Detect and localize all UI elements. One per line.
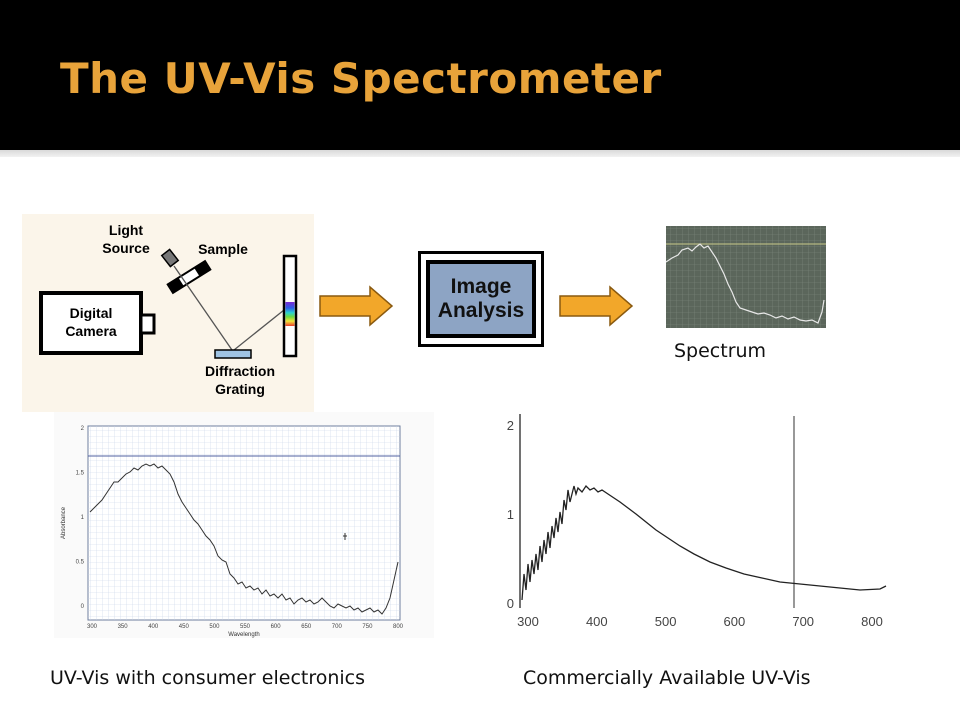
commercial-x-tick: 700 xyxy=(792,614,814,629)
consumer-x-tick: 500 xyxy=(209,624,220,630)
slide-title: The UV-Vis Spectrometer xyxy=(60,54,662,103)
grating-label-2: Grating xyxy=(215,381,265,397)
commercial-caption: Commercially Available UV-Vis xyxy=(523,667,811,689)
consumer-x-tick: 650 xyxy=(301,624,312,630)
camera-label-2: Camera xyxy=(65,323,117,339)
consumer-caption: UV-Vis with consumer electronics xyxy=(50,667,366,689)
spectrum-caption: Spectrum xyxy=(674,340,767,362)
commercial-x-tick: 300 xyxy=(517,614,539,629)
consumer-y-tick: 0 xyxy=(81,604,85,610)
commercial-y-tick: 0 xyxy=(507,596,514,611)
spectrometer-schematic: Digital Camera Light Source Sample Diffr… xyxy=(22,214,314,412)
commercial-x-tick: 500 xyxy=(655,614,677,629)
consumer-y-tick: 1.5 xyxy=(76,471,85,477)
grating-label-1: Diffraction xyxy=(205,363,275,379)
commercial-y-tick: 1 xyxy=(507,507,514,522)
consumer-xlabel: Wavelength xyxy=(228,632,259,638)
arrow-to-spectrum xyxy=(559,285,634,327)
commercial-x-tick: 600 xyxy=(724,614,746,629)
commercial-trace xyxy=(521,484,887,601)
light-source-label-1: Light xyxy=(109,222,144,238)
arrow-to-analysis xyxy=(319,285,394,327)
consumer-x-tick: 750 xyxy=(362,624,373,630)
commercial-x-tick: 800 xyxy=(861,614,883,629)
analysis-label-1: Image xyxy=(451,275,512,298)
sample-label: Sample xyxy=(198,241,248,257)
consumer-spectrum-plot: 2 1.5 1 0.5 0 300 350 400 450 500 550 600 650 700 750… xyxy=(54,412,434,638)
consumer-y-tick: 0.5 xyxy=(76,560,85,566)
incident-beam xyxy=(173,265,233,351)
consumer-ylabel: Absorbance xyxy=(61,506,67,539)
spectrum-thumbnail xyxy=(652,222,828,332)
spectrum-band xyxy=(285,302,295,326)
consumer-x-tick: 800 xyxy=(393,624,404,630)
commercial-spectrum-plot: 2 1 0 300 400 500 600 700 800 xyxy=(500,414,892,638)
camera-body xyxy=(39,291,143,355)
consumer-x-tick: 400 xyxy=(148,624,159,630)
camera-lens xyxy=(139,313,156,335)
title-bar: The UV-Vis Spectrometer xyxy=(0,0,960,150)
consumer-x-tick: 450 xyxy=(179,624,190,630)
diffraction-grating xyxy=(214,349,252,359)
commercial-y-tick: 2 xyxy=(507,418,514,433)
thumbnail-trace xyxy=(665,243,825,324)
light-source xyxy=(160,248,180,268)
consumer-x-tick: 550 xyxy=(240,624,251,630)
consumer-x-tick: 600 xyxy=(271,624,282,630)
consumer-x-tick: 300 xyxy=(87,624,98,630)
image-analysis-box: Image Analysis xyxy=(417,250,545,348)
diffracted-beam xyxy=(233,309,285,351)
commercial-x-tick: 400 xyxy=(586,614,608,629)
light-source-label-2: Source xyxy=(102,240,150,256)
title-divider xyxy=(0,150,960,157)
consumer-y-tick: 1 xyxy=(81,515,85,521)
consumer-y-tick: 2 xyxy=(81,426,85,432)
consumer-trace xyxy=(89,463,399,615)
analysis-label-2: Analysis xyxy=(438,299,524,322)
consumer-x-tick: 350 xyxy=(118,624,129,630)
camera-label-1: Digital xyxy=(70,305,113,321)
consumer-x-tick: 700 xyxy=(332,624,343,630)
